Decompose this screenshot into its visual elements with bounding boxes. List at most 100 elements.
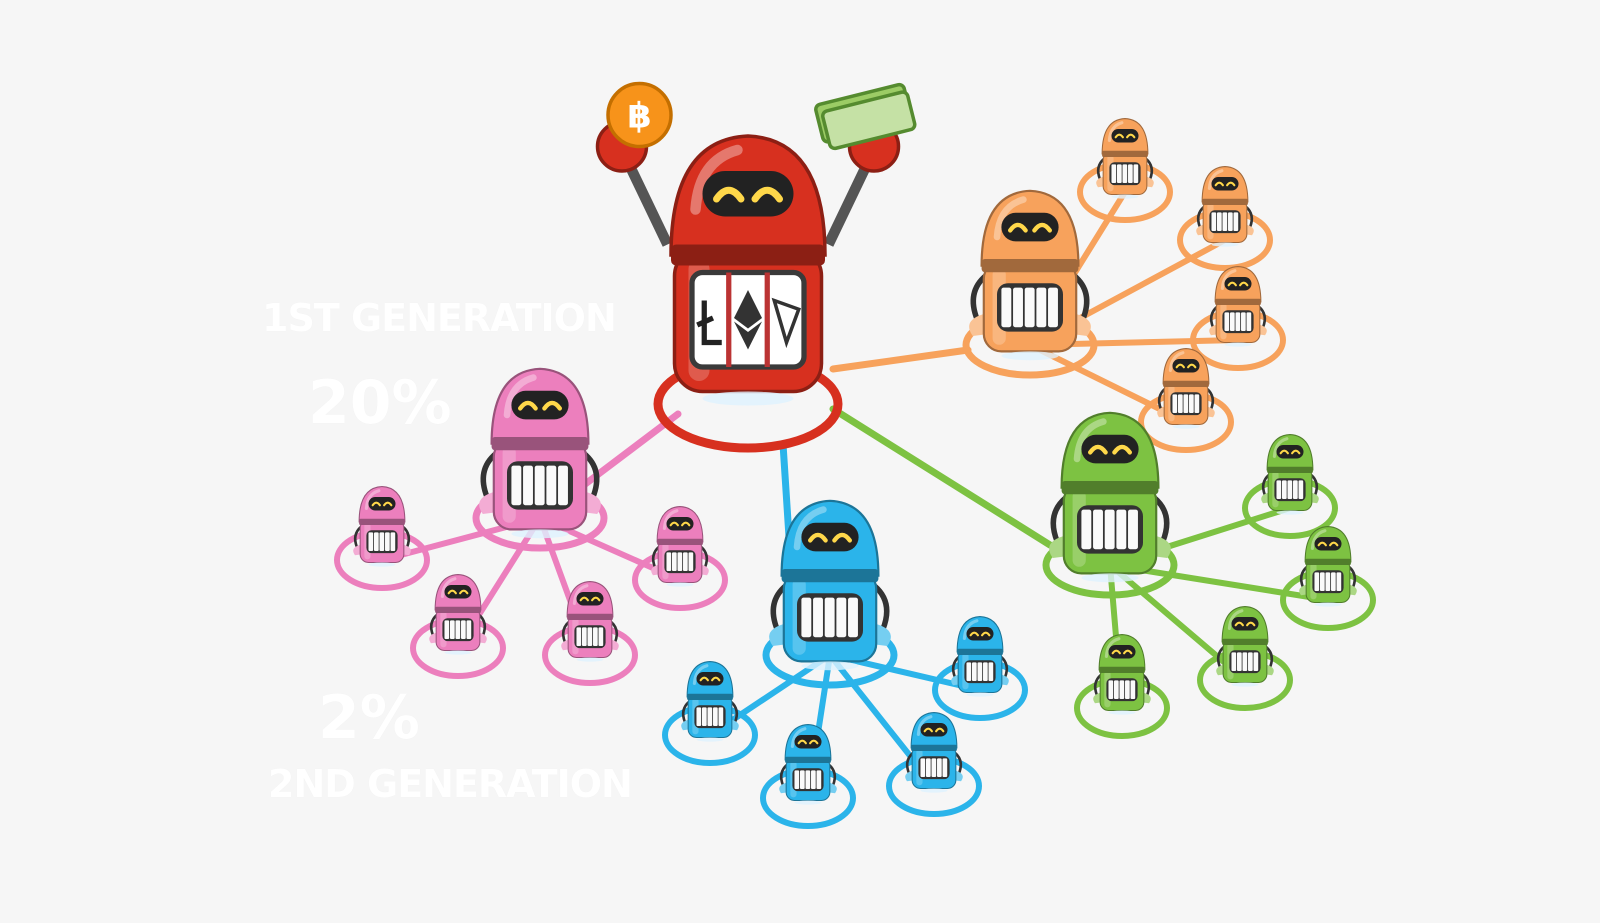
robot-tooth [1228, 212, 1233, 232]
robot-visor [1211, 176, 1239, 191]
robot-head-shine [1104, 637, 1121, 658]
robot-tooth [1113, 680, 1119, 700]
root-robot-accessories: ฿ [606, 81, 917, 370]
robot-thruster [1211, 242, 1239, 247]
robot-tooth [977, 662, 983, 682]
robot-head-shine [1073, 418, 1107, 463]
robot-eye [713, 186, 745, 203]
robot-head-shine [572, 584, 589, 605]
robot-thruster [1231, 682, 1259, 687]
robot-thruster [368, 562, 396, 567]
robot-collar [491, 437, 589, 451]
robot-head-shine [364, 489, 381, 510]
bitcoin-icon [606, 81, 673, 149]
robot-arm [620, 154, 673, 247]
robot-eye [669, 521, 679, 527]
robot-tooth [1319, 572, 1325, 592]
robot-eye [711, 676, 721, 682]
robot-collar [957, 648, 1003, 656]
robot-tooth [587, 627, 593, 647]
robot-head-shine [690, 144, 743, 215]
orange-child-robot-icon-4 [1157, 348, 1215, 429]
robot-collar [1305, 558, 1351, 566]
robot-tooth [1233, 212, 1239, 232]
robot-head-shine [692, 664, 709, 685]
connector-root-green [829, 405, 1054, 549]
robot-tooth [558, 465, 568, 506]
robot-tooth [1104, 509, 1115, 550]
robot-tooth [942, 758, 948, 778]
second-generation-label: 2ND GENERATION [268, 762, 633, 806]
robot-thruster [511, 529, 569, 539]
robot-eye [1279, 449, 1289, 455]
robot-tooth [1119, 680, 1125, 700]
robot-eye [809, 739, 819, 745]
robot-tooth [1172, 394, 1178, 414]
robot-tooth [1108, 680, 1114, 700]
robot-tooth [971, 662, 977, 682]
robot-tooth [1246, 312, 1252, 332]
robot-tooth [1236, 652, 1242, 672]
robot-collar [1102, 150, 1148, 158]
robot-tooth [1128, 509, 1138, 550]
robot-tooth [1001, 287, 1012, 328]
robot-head-shine [662, 509, 679, 530]
robot-eye [1329, 541, 1339, 547]
robot-thruster [966, 692, 994, 697]
robot-visor [1108, 644, 1136, 659]
second-generation-percent: 2% [318, 683, 420, 753]
robot-visor [1001, 212, 1059, 242]
robot-tooth [707, 707, 713, 727]
robot-tooth [1081, 509, 1092, 550]
robot-tooth [666, 552, 672, 572]
robot-tooth [701, 707, 707, 727]
robot-thruster [1081, 573, 1139, 583]
robot-tooth [1224, 312, 1230, 332]
robot-eye [981, 631, 991, 637]
robot-tooth [461, 620, 466, 640]
blue-child-robot-icon-4 [951, 616, 1009, 697]
robot-tooth [677, 552, 683, 572]
robot-tooth [1253, 652, 1259, 672]
robot-tooth [925, 758, 931, 778]
robot-tooth [1325, 572, 1331, 592]
robot-eye [1214, 181, 1224, 187]
robot-eye [832, 532, 853, 543]
pink-child-robot-icon-2 [429, 574, 487, 655]
robot-tooth [1331, 572, 1336, 592]
blue-child-robot-icon-2 [779, 724, 837, 805]
robot-eye [1291, 449, 1301, 455]
robot-head-shine [993, 196, 1027, 241]
robot-tooth [983, 662, 988, 682]
green-robot-icon [1049, 411, 1171, 583]
robot-collar [1099, 666, 1145, 674]
robot-tooth [931, 758, 937, 778]
robot-visor [920, 722, 948, 737]
robot-visor [1314, 536, 1342, 551]
robot-head-shine [440, 577, 457, 598]
robot-thruster [1276, 510, 1304, 515]
robot-visor [702, 171, 794, 217]
robot-tooth [1281, 480, 1287, 500]
robot-eye [1032, 222, 1053, 233]
robot-tooth [1276, 480, 1282, 500]
robot-thruster [576, 657, 604, 662]
robot-tooth [1216, 212, 1222, 232]
robot-tooth [1133, 164, 1139, 184]
robot-eye [699, 676, 709, 682]
robot-tooth [1231, 652, 1237, 672]
blue-robot-icon [769, 499, 891, 671]
pink-child-robot-icon-1 [353, 486, 411, 567]
robot-tooth [385, 532, 390, 552]
robot-tooth [444, 620, 450, 640]
robot-tooth [1189, 394, 1194, 414]
robot-arm [823, 154, 876, 247]
robot-eye [1239, 281, 1249, 287]
robot-collar [687, 693, 733, 701]
robot-collar [435, 606, 481, 614]
robot-collar [981, 259, 1079, 273]
blue-child-robot-icon-3 [905, 712, 963, 793]
robot-tooth [1128, 164, 1133, 184]
robot-tooth [1036, 287, 1047, 328]
